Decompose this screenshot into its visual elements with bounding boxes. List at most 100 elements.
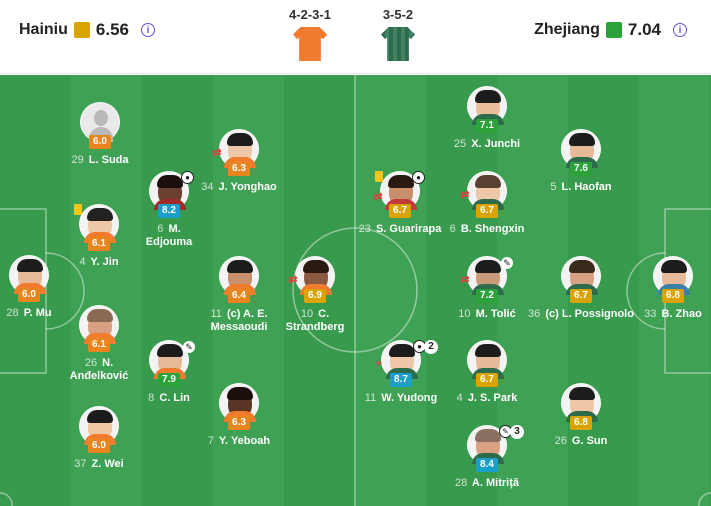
player-name-label: 10 M. Tolić bbox=[432, 308, 542, 321]
player-rating: 6.7 bbox=[570, 289, 592, 303]
info-icon[interactable]: i bbox=[140, 23, 155, 37]
player-rating: 6.1 bbox=[88, 237, 110, 251]
player-number: 33 bbox=[644, 308, 657, 320]
player-number: 8 bbox=[148, 392, 155, 404]
player-away-wb2[interactable]: ✎ 3 8.4 28 A. Mitriță bbox=[432, 425, 542, 490]
player-home-dm2[interactable]: ✎ 7.9 8 C. Lin bbox=[114, 340, 224, 405]
player-home-dm1[interactable]: ● 8.2 6 M. Edjouma bbox=[114, 171, 224, 249]
player-name-label: 36 (c) L. Possignolo bbox=[526, 308, 636, 321]
player-home-cb2[interactable]: 6.1 26 N. Anđelković bbox=[44, 305, 154, 383]
player-photo: 6.1 bbox=[74, 204, 119, 251]
player-number: 6 bbox=[449, 223, 456, 235]
player-away-mf2[interactable]: ⇄ 6.7 6 B. Shengxin bbox=[432, 171, 542, 236]
player-name-label: 29 L. Suda bbox=[45, 154, 155, 167]
substitution-icon: ⇄ bbox=[288, 274, 298, 286]
player-rating: 6.0 bbox=[18, 288, 40, 302]
player-rating: 6.0 bbox=[88, 439, 110, 453]
player-away-mf3[interactable]: ⇄ ✎ 7.2 10 M. Tolić bbox=[432, 256, 542, 321]
player-rating: 6.3 bbox=[228, 162, 250, 176]
player-name-label: 10 C. Strandberg bbox=[280, 308, 350, 334]
substitution-icon: ⇄ bbox=[212, 147, 222, 159]
player-name: S. Guarirapa bbox=[375, 223, 442, 235]
player-home-gk[interactable]: 6.0 29 L. Suda bbox=[45, 102, 155, 167]
player-name-label: 4 J. S. Park bbox=[432, 392, 542, 405]
player-name-label: 11 (c) A. E. Messaoudi bbox=[199, 308, 279, 334]
player-number: 25 bbox=[453, 138, 467, 150]
player-home-lb[interactable]: 6.0 28 P. Mu bbox=[0, 255, 84, 320]
player-photo: + ● 2 8.7 bbox=[376, 340, 438, 387]
player-name: Y. Yeboah bbox=[218, 435, 271, 447]
player-photo: 6.7 bbox=[467, 340, 507, 387]
player-photo: 7.1 bbox=[467, 86, 507, 133]
player-number: 29 bbox=[71, 154, 84, 166]
player-name-label: 6 M. Edjouma bbox=[139, 223, 199, 249]
player-name: B. Zhao bbox=[661, 308, 702, 320]
player-away-wb1[interactable]: 7.6 5 L. Haofan bbox=[526, 129, 636, 194]
player-name: M. Tolić bbox=[475, 308, 516, 320]
player-rating: 6.7 bbox=[476, 204, 498, 218]
player-home-am3[interactable]: 6.3 7 Y. Yeboah bbox=[184, 383, 294, 448]
player-away-mf1[interactable]: ⇄ ● 6.7 23 S. Guarirapa bbox=[345, 171, 455, 236]
player-photo: 6.7 bbox=[561, 256, 601, 303]
player-away-mf4[interactable]: 6.7 4 J. S. Park bbox=[432, 340, 542, 405]
player-home-rb[interactable]: 6.0 37 Z. Wei bbox=[44, 406, 154, 471]
player-rating: 6.8 bbox=[662, 289, 684, 303]
player-name: J. S. Park bbox=[467, 392, 518, 404]
player-number: 11 bbox=[210, 308, 222, 320]
player-away-gk[interactable]: 6.8 33 B. Zhao bbox=[618, 256, 711, 321]
player-name-label: 26 G. Sun bbox=[526, 435, 636, 448]
player-photo: 6.8 bbox=[653, 256, 693, 303]
player-name: W. Yudong bbox=[381, 392, 438, 404]
player-number: 23 bbox=[358, 223, 371, 235]
player-rating: 6.7 bbox=[389, 204, 411, 218]
player-away-cb1[interactable]: 6.7 36 (c) L. Possignolo bbox=[526, 256, 636, 321]
player-rating: 6.4 bbox=[228, 289, 250, 303]
player-name: M. Edjouma bbox=[145, 223, 193, 248]
player-name: C. Lin bbox=[159, 392, 190, 404]
player-number: 34 bbox=[201, 181, 214, 193]
player-name: J. Yonghao bbox=[218, 181, 277, 193]
info-icon[interactable]: i bbox=[673, 23, 687, 37]
player-name-label: 25 X. Junchi bbox=[432, 138, 542, 151]
away-team-rating: 7.04 bbox=[627, 20, 661, 39]
player-home-am1[interactable]: ⇄ 6.3 34 J. Yonghao bbox=[184, 129, 294, 194]
player-home-st[interactable]: ⇄ 6.9 10 C. Strandberg bbox=[260, 256, 370, 334]
player-away-cb2[interactable]: 6.8 26 G. Sun bbox=[526, 383, 636, 448]
player-photo: 6.4 bbox=[219, 256, 259, 303]
goal-ball-icon: ● bbox=[181, 171, 194, 184]
player-rating: 6.9 bbox=[304, 289, 326, 303]
pitch: 6.0 29 L. Suda 6.0 28 P. Mu 6.1 4 Y. Jin… bbox=[0, 75, 711, 506]
player-photo: ⇄ 6.3 bbox=[212, 129, 259, 176]
player-name: C. Strandberg bbox=[285, 308, 345, 333]
player-number: 6 bbox=[157, 223, 164, 235]
assist-boot-icon: ✎ bbox=[501, 257, 513, 269]
away-rating-color bbox=[605, 22, 622, 38]
player-away-st2[interactable]: + ● 2 8.7 11 W. Yudong bbox=[346, 340, 456, 405]
player-photo: ✎ 3 8.4 bbox=[467, 425, 524, 472]
player-number: 36 bbox=[528, 308, 541, 320]
player-name-label: 23 S. Guarirapa bbox=[345, 223, 455, 236]
home-team-summary: Hainiu 6.56 i bbox=[19, 20, 155, 40]
player-name: L. Haofan bbox=[561, 181, 612, 193]
substitution-icon: + bbox=[375, 358, 383, 370]
player-rating: 7.6 bbox=[570, 162, 592, 176]
player-number: 4 bbox=[456, 392, 463, 404]
assist-count: 3 bbox=[510, 425, 524, 439]
player-number: 5 bbox=[550, 181, 557, 193]
player-rating: 6.3 bbox=[228, 416, 250, 430]
player-name-label: 28 A. Mitriță bbox=[432, 477, 542, 490]
player-name-label: 37 Z. Wei bbox=[44, 458, 154, 471]
player-name: A. Mitriță bbox=[471, 477, 519, 489]
player-away-st1[interactable]: 7.1 25 X. Junchi bbox=[432, 86, 542, 151]
player-rating: 6.0 bbox=[89, 135, 111, 149]
player-photo: 6.0 bbox=[9, 255, 49, 302]
player-photo: ⇄ ● 6.7 bbox=[373, 171, 425, 218]
player-photo: ✎ 7.9 bbox=[149, 340, 195, 387]
player-home-am2[interactable]: 6.4 11 (c) A. E. Messaoudi bbox=[184, 256, 294, 334]
player-name: L. Suda bbox=[88, 154, 129, 166]
player-name: N. Anđelković bbox=[69, 357, 129, 382]
player-home-cb1[interactable]: 6.1 4 Y. Jin bbox=[44, 204, 154, 269]
player-name-label: 7 Y. Yeboah bbox=[184, 435, 294, 448]
player-rating: 7.1 bbox=[476, 119, 498, 133]
player-name: X. Junchi bbox=[471, 138, 521, 150]
